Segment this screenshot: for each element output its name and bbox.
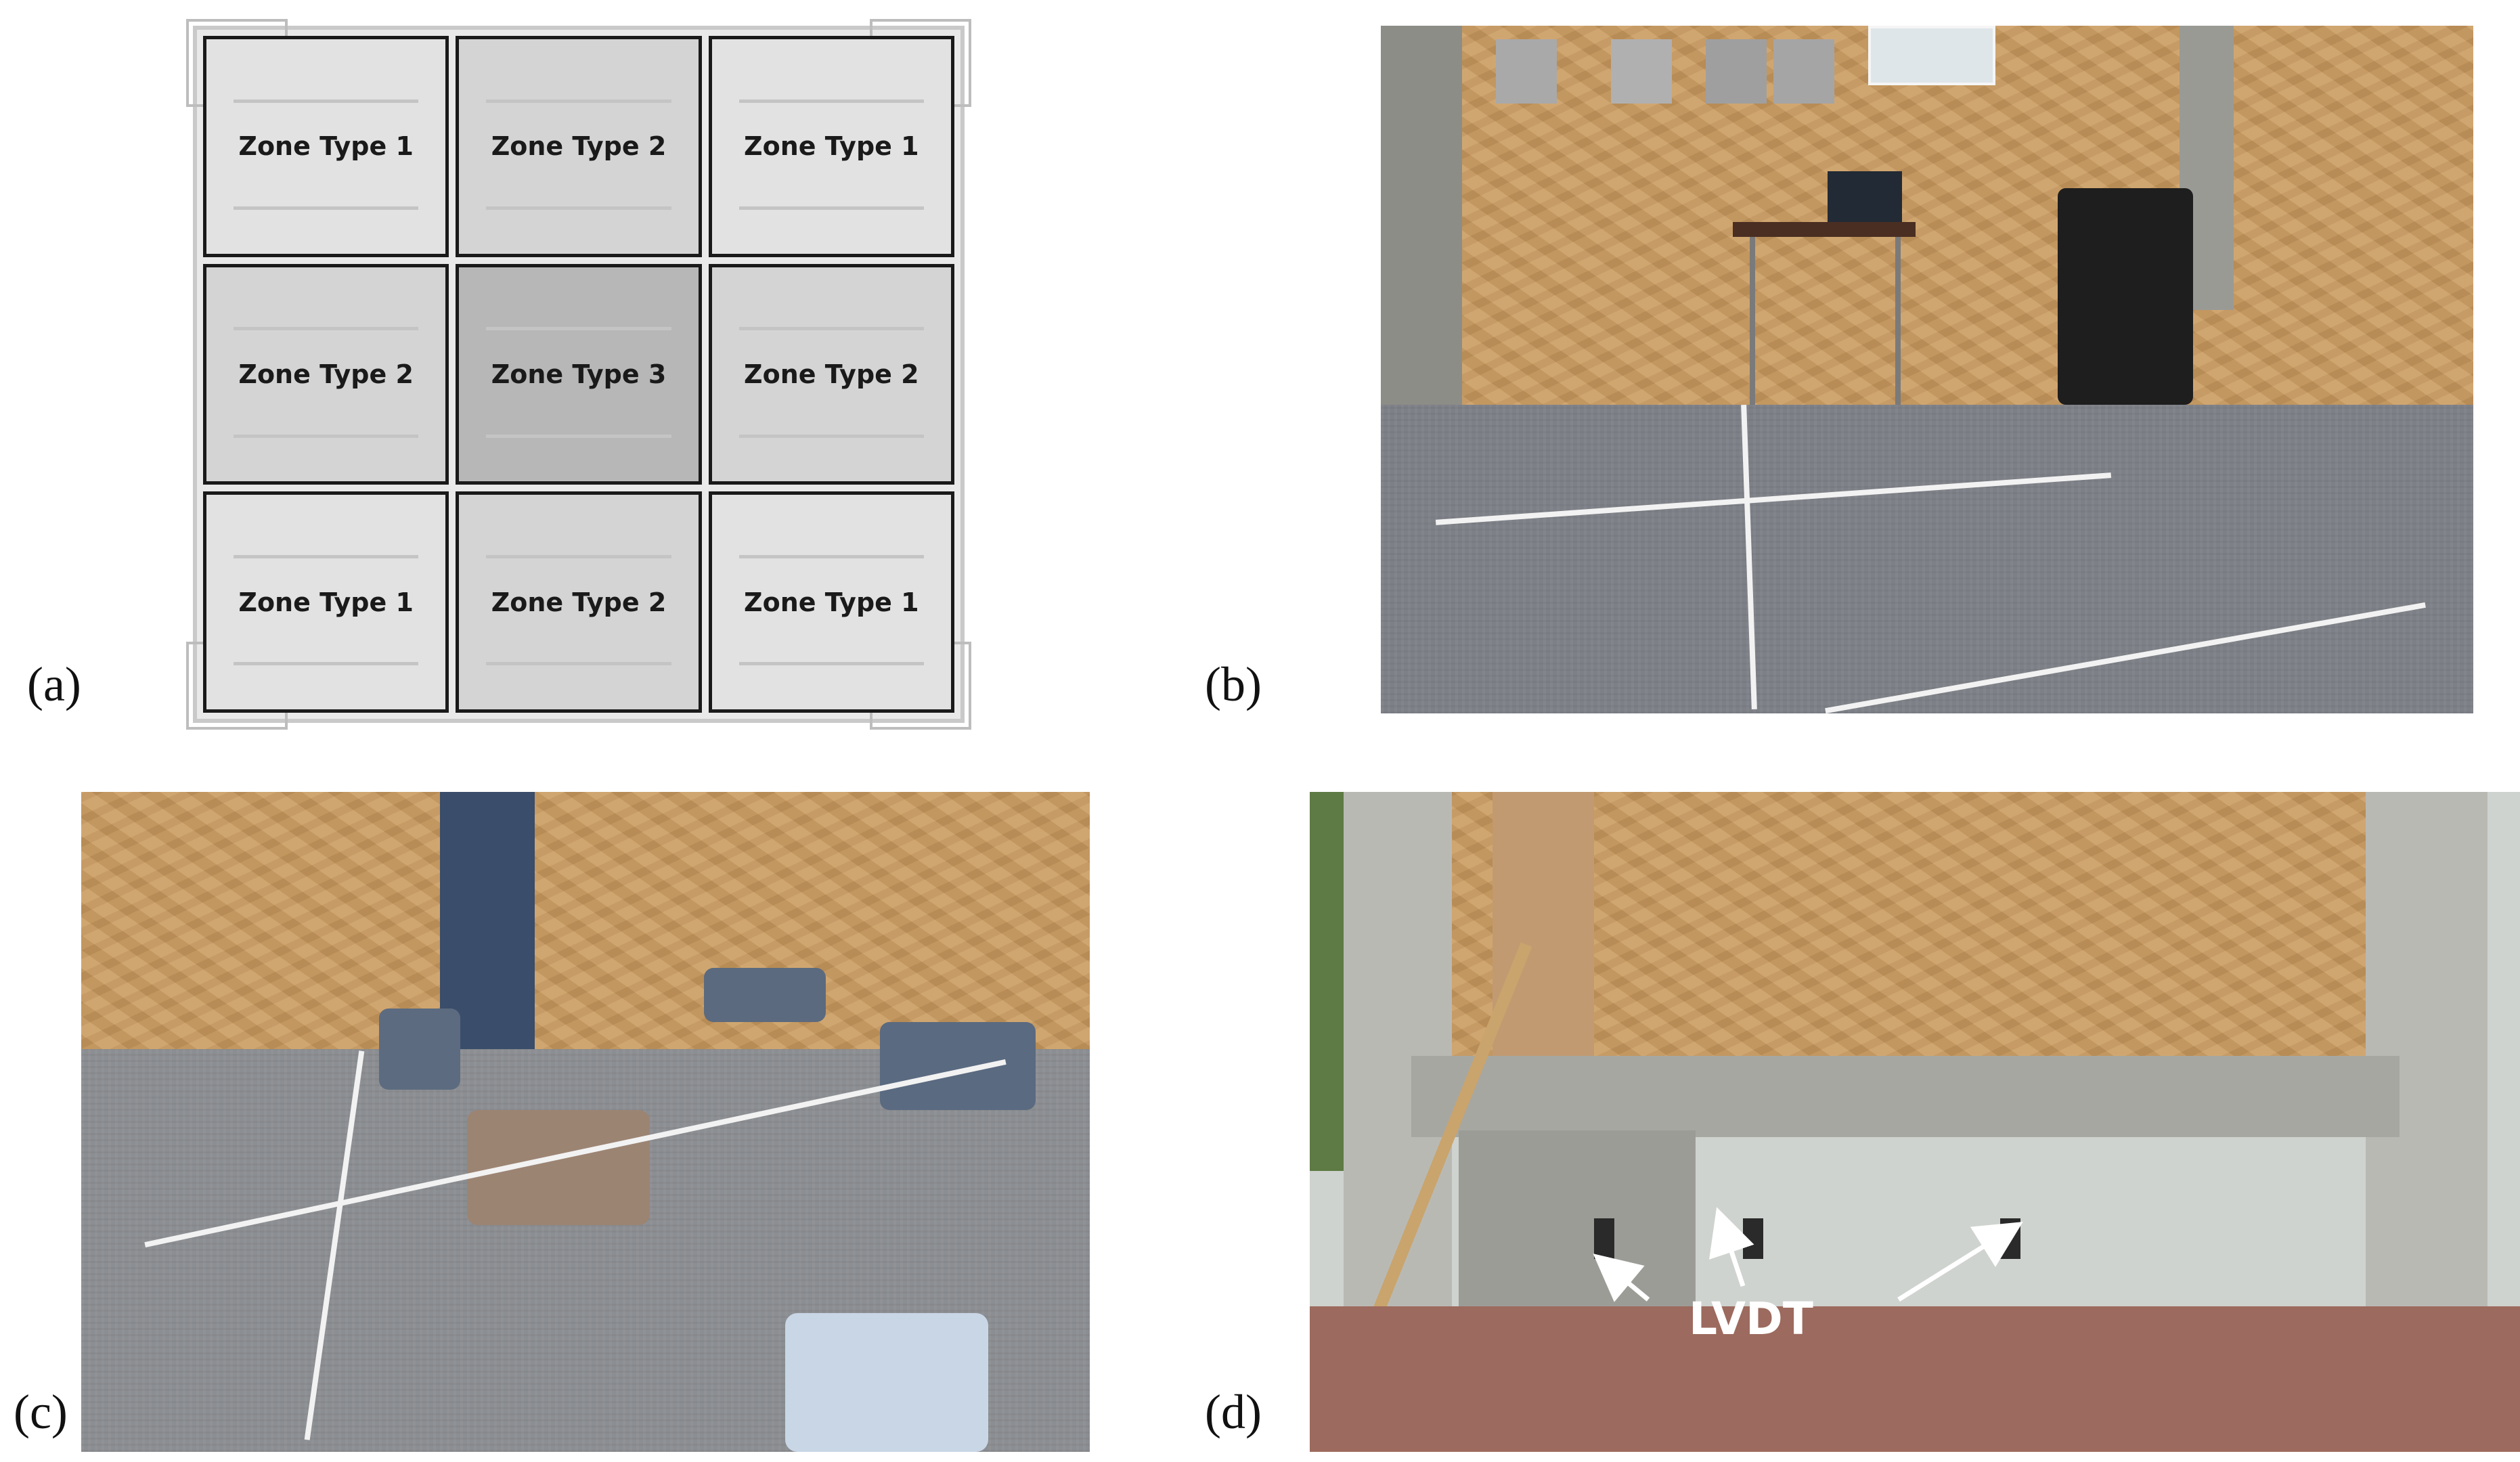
zone-cell: Zone Type 2 — [203, 263, 449, 485]
photo-test-room — [1381, 26, 2473, 713]
annotation-arrows — [1593, 1207, 2023, 1302]
panel-label-b: (b) — [1205, 657, 1262, 711]
beam-line — [234, 434, 419, 438]
photo-poster-3 — [1706, 39, 1767, 104]
beam-line — [486, 99, 671, 103]
lvdt-sensor — [1594, 1218, 1614, 1259]
photo-poster-2 — [1611, 39, 1672, 104]
zone-label: Zone Type 2 — [491, 587, 667, 617]
beam-line — [738, 662, 924, 666]
brick-ground — [1310, 1306, 2520, 1452]
zone-label: Zone Type 1 — [744, 587, 919, 617]
photo-poster-4 — [1773, 39, 1834, 104]
beam-line — [738, 554, 924, 558]
zone-label: Zone Type 1 — [238, 587, 414, 617]
concrete-column-left — [1381, 26, 1462, 432]
photo-sandbag-loading — [81, 792, 1090, 1452]
beam-line — [234, 554, 419, 558]
zone-cell: Zone Type 1 — [203, 491, 449, 713]
lvdt-arrow-right — [1897, 1222, 2023, 1302]
beam-line — [486, 206, 671, 210]
panel-label-a: (a) — [27, 657, 81, 711]
zone-cell: Zone Type 2 — [708, 263, 954, 485]
lvdt-arrow-middle — [1709, 1207, 1754, 1287]
plywood-door — [1493, 792, 1594, 1076]
beam-line — [738, 206, 924, 210]
beam-line — [234, 206, 419, 210]
sandbag — [379, 1009, 460, 1090]
sandbag — [880, 1022, 1036, 1110]
beam-line — [486, 662, 671, 666]
zone-cell: Zone Type 3 — [456, 263, 702, 485]
zone-label: Zone Type 1 — [238, 131, 414, 162]
beam-line — [738, 99, 924, 103]
floor-beam — [1411, 1056, 2400, 1137]
beam-line — [234, 662, 419, 666]
osb-back-wall — [81, 792, 1090, 1049]
beam-line — [738, 434, 924, 438]
zone-cell: Zone Type 1 — [708, 491, 954, 713]
beam-line — [486, 554, 671, 558]
zone-label: Zone Type 1 — [744, 131, 919, 162]
equipment-case — [2058, 188, 2193, 405]
photo-test-structure: LVDT — [1310, 792, 2520, 1452]
sandbag — [704, 968, 826, 1022]
zone-cell: Zone Type 1 — [203, 36, 449, 257]
zone-cell: Zone Type 1 — [708, 36, 954, 257]
table-leg — [1895, 237, 1901, 413]
sandbag — [785, 1313, 988, 1452]
photo-poster-1 — [1496, 39, 1557, 104]
laptop — [1828, 171, 1902, 222]
zone-label: Zone Type 2 — [744, 359, 919, 389]
zone-label: Zone Type 2 — [491, 131, 667, 162]
zone-cell: Zone Type 2 — [456, 491, 702, 713]
beam-line — [234, 99, 419, 103]
lvdt-label: LVDT — [1689, 1293, 1813, 1345]
panel-label-d: (d) — [1205, 1385, 1262, 1439]
table-leg — [1750, 237, 1755, 413]
zone-label: Zone Type 3 — [491, 359, 667, 389]
table — [1733, 222, 1916, 237]
zone-layout-diagram: Zone Type 1 Zone Type 2 Zone Type 1 Zone… — [186, 19, 971, 730]
zone-label: Zone Type 2 — [238, 359, 414, 389]
osb-back-wall — [1381, 26, 2473, 405]
zone-cell: Zone Type 2 — [456, 36, 702, 257]
zone-grid: Zone Type 1 Zone Type 2 Zone Type 1 Zone… — [203, 36, 954, 713]
beam-line — [234, 327, 419, 331]
beam-line — [486, 327, 671, 331]
beam-line — [486, 434, 671, 438]
panel-label-c: (c) — [14, 1385, 68, 1439]
lvdt-arrow-left — [1593, 1254, 1650, 1302]
window — [1868, 26, 1995, 85]
floor-slab — [1381, 405, 2473, 713]
beam-line — [738, 327, 924, 331]
